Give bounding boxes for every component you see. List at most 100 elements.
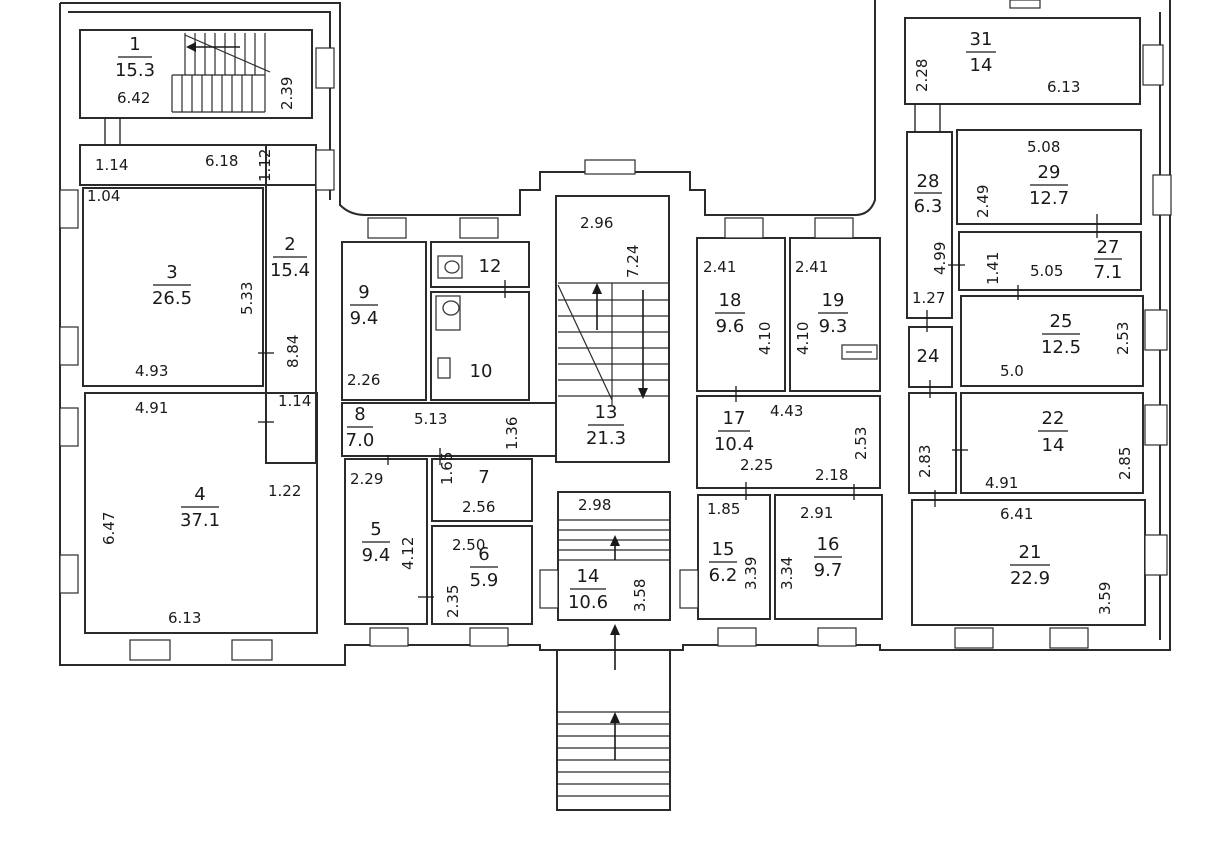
- room-area: 5.9: [470, 570, 499, 591]
- room-area: 14: [1042, 435, 1065, 456]
- room-area: 22.9: [1010, 568, 1050, 589]
- dimension-label: 6.41: [1000, 505, 1033, 523]
- dimension-label: 2.53: [1114, 322, 1132, 355]
- room-number: 29: [1038, 162, 1061, 183]
- room-number: 4: [194, 484, 205, 505]
- dimension-label: 2.96: [580, 214, 613, 232]
- window: [814, 217, 854, 239]
- room-label-12: 12: [479, 256, 502, 277]
- room-label-31: 31 14: [966, 29, 996, 76]
- dimension-label: 1.22: [268, 482, 301, 500]
- stair-entrance: [557, 711, 670, 797]
- dimension-label: 6.13: [1047, 78, 1080, 96]
- room-number: 5: [370, 519, 381, 540]
- dimension-label: 1.04: [87, 187, 120, 205]
- dimension-label: 4.12: [399, 537, 417, 570]
- window: [231, 639, 273, 661]
- room-number: 13: [595, 402, 618, 423]
- room-number: 27: [1097, 237, 1120, 258]
- room-label-8: 8 7.0: [346, 404, 375, 451]
- dimension-label: 5.08: [1027, 138, 1060, 156]
- dimension-label: 3.58: [631, 579, 649, 612]
- room-3-outline: [82, 187, 264, 387]
- room-2-outline: [265, 144, 317, 464]
- dimension-label: 3.59: [1096, 582, 1114, 615]
- room-area: 10.4: [714, 434, 754, 455]
- dimension-label: 2.98: [578, 496, 611, 514]
- room-5-outline: [344, 458, 428, 625]
- room-label-27: 27 7.1: [1094, 237, 1123, 283]
- window: [1144, 534, 1168, 576]
- dimension-label: 6.47: [100, 512, 118, 545]
- room-label-3: 3 26.5: [152, 262, 192, 309]
- room-area: 12.7: [1029, 188, 1069, 209]
- window: [59, 326, 79, 366]
- room-label-5: 5 9.4: [362, 519, 391, 566]
- window: [369, 627, 409, 647]
- room-label-16: 16 9.7: [814, 534, 843, 581]
- window: [129, 639, 171, 661]
- dimension-label: 2.18: [815, 466, 848, 484]
- room-label-24: 24: [917, 346, 940, 367]
- window: [1009, 0, 1041, 9]
- dimension-label: 3.39: [742, 557, 760, 590]
- window: [59, 407, 79, 447]
- dimension-label: 4.99: [931, 242, 949, 275]
- room-label-28: 28 6.3: [914, 171, 943, 217]
- dimension-label: 4.10: [794, 322, 812, 355]
- room-area: 12.5: [1041, 337, 1081, 358]
- room-number: 2: [284, 234, 295, 255]
- dimension-label: 2.39: [278, 77, 296, 110]
- window: [717, 627, 757, 647]
- dimension-label: 5.0: [1000, 362, 1024, 380]
- room-number: 22: [1042, 408, 1065, 429]
- window: [1142, 44, 1164, 86]
- dimension-label: 2.35: [444, 585, 462, 618]
- room-label-18: 18 9.6: [715, 290, 745, 337]
- room-number: 25: [1050, 311, 1073, 332]
- room-27-outline: [958, 231, 1142, 291]
- window: [1152, 174, 1172, 216]
- room-area: 7.0: [346, 430, 375, 451]
- dimension-label: 4.91: [985, 474, 1018, 492]
- room-25-outline: [960, 295, 1144, 387]
- stair-room-1: [171, 33, 271, 113]
- dimension-label: 6.13: [168, 609, 201, 627]
- dimension-label: 1.65: [438, 452, 456, 485]
- room-number: 28: [917, 171, 940, 192]
- room-label-29: 29 12.7: [1029, 162, 1069, 209]
- dimension-label: 5.05: [1030, 262, 1063, 280]
- window: [1049, 627, 1089, 649]
- dimension-labels: 6.42 2.39 1.14 6.18 1.12 1.04 5.33 8.84 …: [87, 59, 1134, 627]
- stair-arrows: [186, 42, 648, 760]
- dimension-label: 2.85: [1116, 447, 1134, 480]
- room-label-19: 19 9.3: [818, 290, 848, 337]
- room-area: 15.4: [270, 260, 310, 281]
- dimension-label: 4.91: [135, 399, 168, 417]
- room-label-25: 25 12.5: [1041, 311, 1081, 358]
- room-1-outline: [79, 29, 313, 119]
- dimension-label: 2.25: [740, 456, 773, 474]
- room-28-outline: [906, 131, 953, 319]
- dimension-label: 6.42: [117, 89, 150, 107]
- window: [539, 569, 559, 609]
- door-marks: [104, 104, 1098, 598]
- toilet-icon: [437, 255, 463, 279]
- room-area: 6.3: [914, 196, 943, 217]
- dimension-label: 2.29: [350, 470, 383, 488]
- window: [724, 217, 764, 239]
- dimension-label: 5.13: [414, 410, 447, 428]
- dimension-label: 3.34: [778, 557, 796, 590]
- room-6-outline: [431, 525, 533, 625]
- room-31-outline: [904, 17, 1141, 105]
- room-area: 9.4: [350, 308, 379, 329]
- entrance-stair-outline: [556, 649, 671, 811]
- room-number: 15: [712, 539, 735, 560]
- window: [59, 189, 79, 229]
- room-label-14: 14 10.6: [568, 566, 608, 613]
- room-label-6: 6 5.9: [470, 544, 499, 591]
- room-area: 9.6: [716, 316, 745, 337]
- dimension-label: 2.50: [452, 536, 485, 554]
- corridor-right: [908, 392, 957, 494]
- room-14-outline: [557, 491, 671, 621]
